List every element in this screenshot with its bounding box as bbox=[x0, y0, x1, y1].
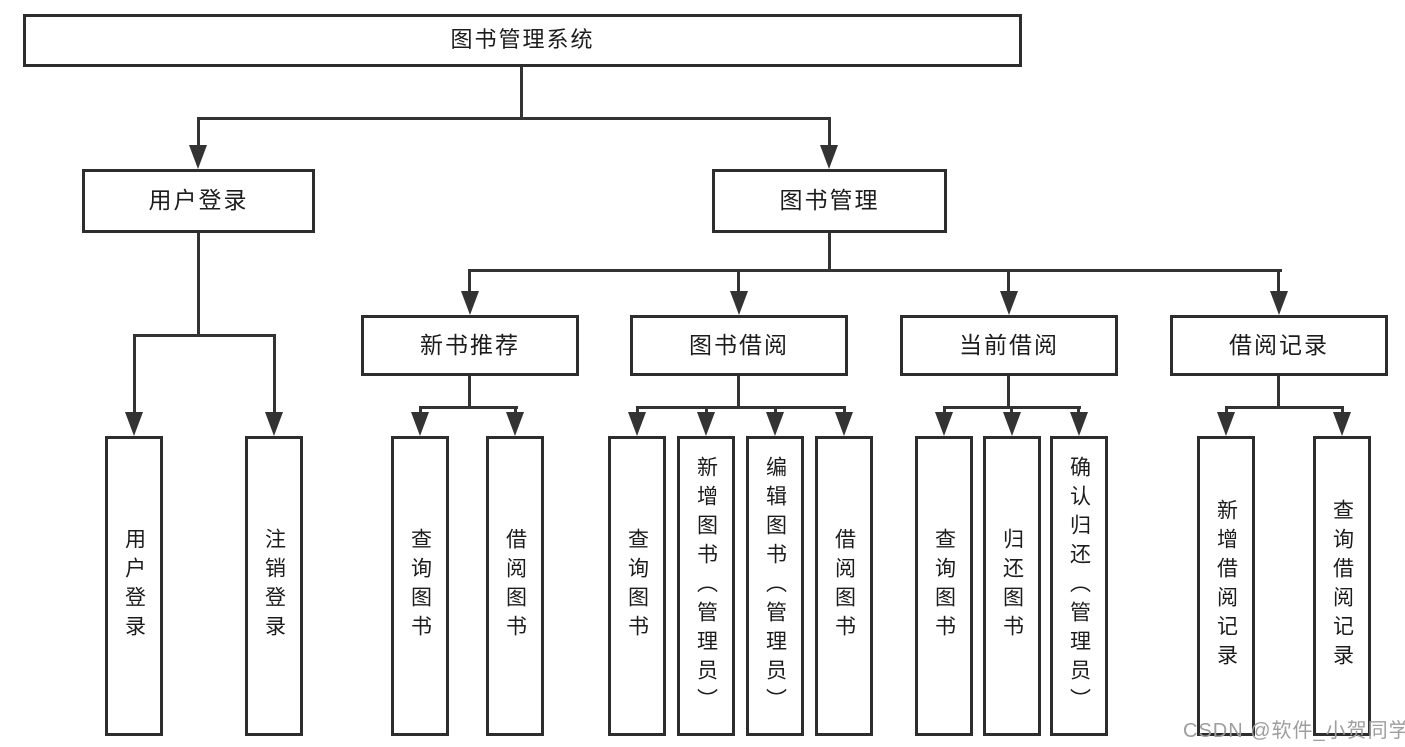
leaf-logout: 注销登录 bbox=[245, 436, 303, 736]
leaf-borrow-books-recommend: 借阅图书 bbox=[486, 436, 544, 736]
connector-arrow-down-icon bbox=[1000, 291, 1018, 315]
leaf-confirm-return-admin: 确认归还（管理员） bbox=[1050, 436, 1108, 736]
connector-arrow-down-icon bbox=[1070, 412, 1088, 436]
connector-line bbox=[1277, 373, 1280, 409]
connector-line bbox=[1007, 373, 1010, 409]
connector-arrow-down-icon bbox=[1217, 412, 1235, 436]
connector-arrow-down-icon bbox=[766, 412, 784, 436]
connector-line bbox=[737, 373, 740, 409]
csdn-watermark: CSDN @软件_小贺同学 bbox=[1183, 720, 1405, 742]
connector-arrow-down-icon bbox=[697, 412, 715, 436]
connector-arrow-down-icon bbox=[835, 412, 853, 436]
connector-arrow-down-icon bbox=[820, 145, 838, 169]
node-current-borrow: 当前借阅 bbox=[900, 315, 1118, 376]
connector-line bbox=[468, 373, 471, 409]
connector-arrow-down-icon bbox=[1333, 412, 1351, 436]
connector-line bbox=[273, 334, 276, 416]
node-book-borrow: 图书借阅 bbox=[630, 315, 848, 376]
node-user-login: 用户登录 bbox=[82, 169, 315, 233]
connector-arrow-down-icon bbox=[461, 291, 479, 315]
node-new-book-recommend: 新书推荐 bbox=[361, 315, 579, 376]
leaf-borrow-books: 借阅图书 bbox=[815, 436, 873, 736]
leaf-add-books-admin: 新增图书（管理员） bbox=[677, 436, 735, 736]
leaf-query-borrow-record: 查询借阅记录 bbox=[1313, 436, 1371, 736]
connector-line bbox=[1225, 406, 1344, 409]
connector-arrow-down-icon bbox=[189, 145, 207, 169]
connector-line bbox=[197, 117, 831, 120]
connector-line bbox=[419, 406, 518, 409]
connector-arrow-down-icon bbox=[265, 412, 283, 436]
node-borrow-records: 借阅记录 bbox=[1170, 315, 1388, 376]
connector-arrow-down-icon bbox=[628, 412, 646, 436]
connector-line bbox=[636, 406, 846, 409]
connector-line bbox=[133, 334, 136, 416]
leaf-query-books-borrow: 查询图书 bbox=[608, 436, 666, 736]
leaf-return-books: 归还图书 bbox=[983, 436, 1041, 736]
connector-line bbox=[520, 66, 523, 119]
leaf-user-login: 用户登录 bbox=[105, 436, 163, 736]
connector-arrow-down-icon bbox=[935, 412, 953, 436]
leaf-query-books-current: 查询图书 bbox=[915, 436, 973, 736]
connector-line bbox=[828, 232, 831, 272]
connector-arrow-down-icon bbox=[730, 291, 748, 315]
connector-arrow-down-icon bbox=[506, 412, 524, 436]
connector-arrow-down-icon bbox=[1003, 412, 1021, 436]
connector-line bbox=[197, 232, 200, 337]
node-book-management: 图书管理 bbox=[712, 169, 947, 233]
leaf-edit-books-admin: 编辑图书（管理员） bbox=[746, 436, 804, 736]
connector-arrow-down-icon bbox=[125, 412, 143, 436]
connector-line bbox=[468, 269, 1282, 272]
node-root: 图书管理系统 bbox=[23, 14, 1022, 67]
leaf-query-books-recommend: 查询图书 bbox=[391, 436, 449, 736]
connector-line bbox=[1277, 269, 1280, 295]
connector-line bbox=[737, 269, 740, 295]
connector-line bbox=[828, 117, 831, 149]
connector-line bbox=[1007, 269, 1010, 295]
connector-line bbox=[197, 117, 200, 149]
connector-arrow-down-icon bbox=[411, 412, 429, 436]
leaf-add-borrow-record: 新增借阅记录 bbox=[1197, 436, 1255, 736]
connector-line bbox=[133, 334, 276, 337]
connector-arrow-down-icon bbox=[1270, 291, 1288, 315]
connector-line bbox=[468, 269, 471, 295]
